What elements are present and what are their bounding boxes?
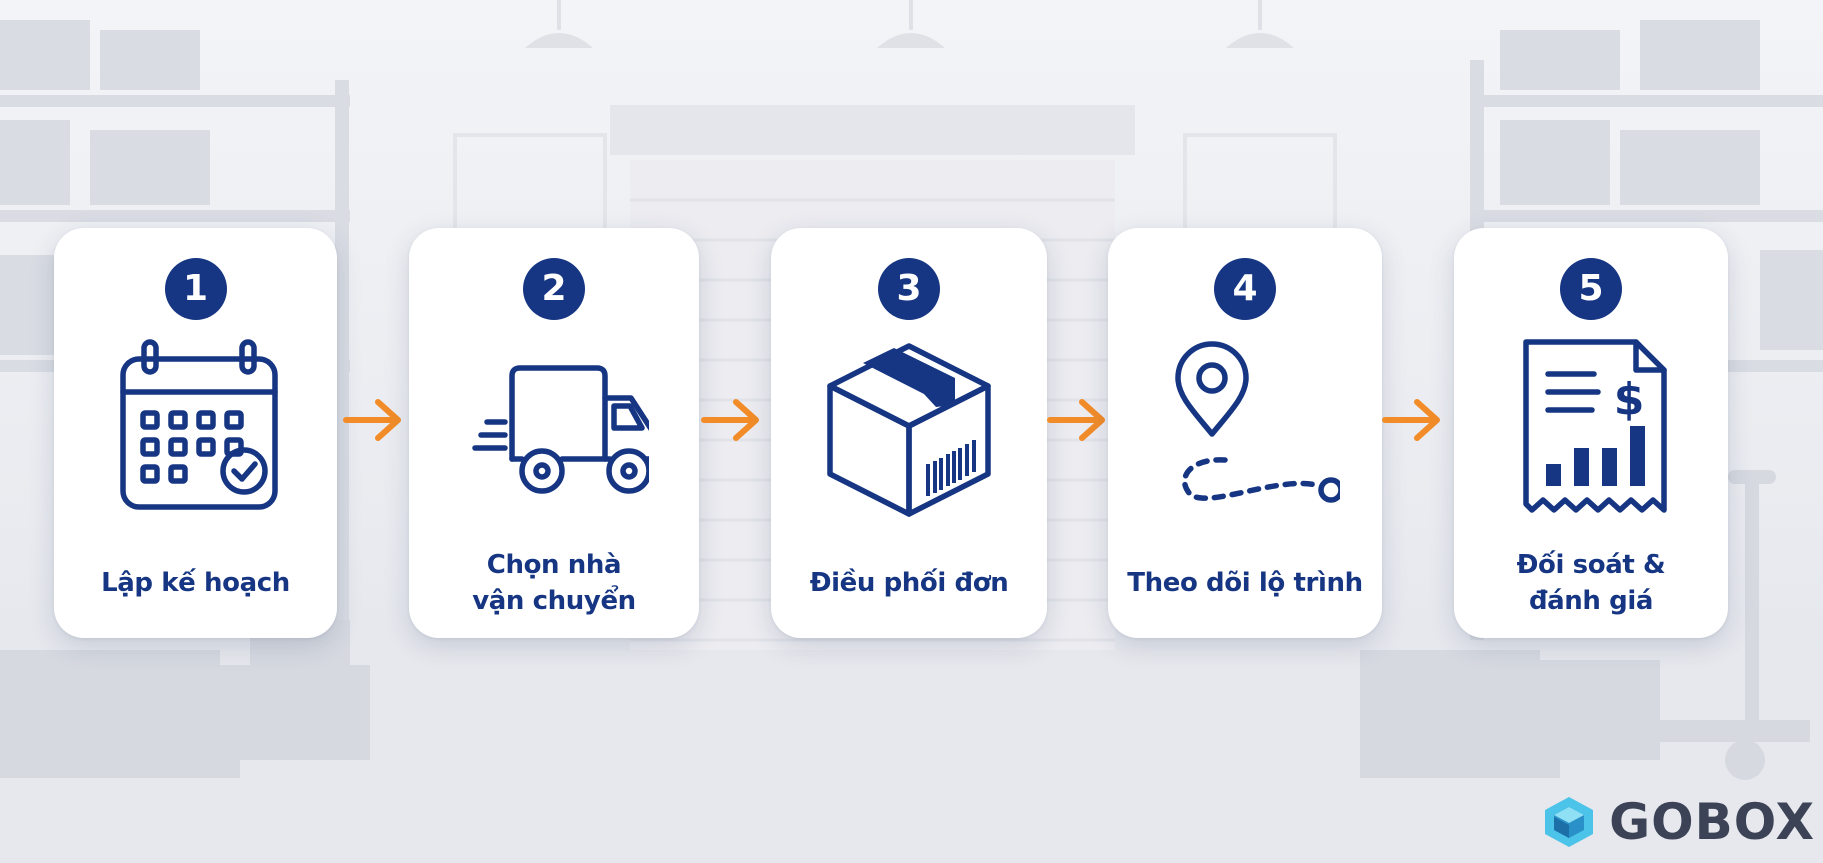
step-number-badge: 3 xyxy=(878,258,940,320)
step-card-4: 4 Theo dõi lộ trình xyxy=(1108,228,1382,638)
route-pin-icon xyxy=(1175,341,1340,503)
gobox-logo-icon xyxy=(1545,797,1594,847)
arrow-right-icon xyxy=(701,399,759,441)
calendar-check-icon xyxy=(119,339,278,510)
step-label-line: Lập kế hoạch xyxy=(101,568,290,598)
svg-text:$: $ xyxy=(1614,374,1645,425)
arrow-right-icon xyxy=(1047,399,1105,441)
step-number-badge: 5 xyxy=(1560,258,1622,320)
step-label: Đối soát & đánh giá xyxy=(1464,533,1718,633)
delivery-truck-icon xyxy=(472,365,649,494)
step-label-line: Chọn nhà xyxy=(486,550,622,580)
step-number-badge: 2 xyxy=(523,258,585,320)
step-number-badge: 4 xyxy=(1214,258,1276,320)
step-label: Điều phối đơn xyxy=(781,533,1037,633)
step-label-line: đánh giá xyxy=(1528,586,1654,616)
step-label-line: Theo dõi lộ trình xyxy=(1127,568,1363,598)
brand-name: GOBOX xyxy=(1609,793,1815,851)
step-label-line: Điều phối đơn xyxy=(809,568,1009,598)
package-box-icon xyxy=(827,343,991,517)
step-label: Chọn nhà vận chuyển xyxy=(419,533,689,633)
step-card-3: 3 Điều phối đơn xyxy=(771,228,1047,638)
step-label-line: Đối soát & xyxy=(1516,550,1666,580)
step-number-badge: 1 xyxy=(164,258,227,320)
step-card-5: 5 $ Đối soát & đánh giá xyxy=(1454,228,1728,638)
step-card-2: 2 Chọn nhà vận chuyển xyxy=(409,228,699,638)
step-card-1: 1 Lập kế hoạch xyxy=(54,228,337,638)
arrow-right-icon xyxy=(1382,399,1440,441)
step-label: Theo dõi lộ trình xyxy=(1118,533,1372,633)
invoice-chart-icon: $ xyxy=(1523,339,1667,513)
brand-watermark: GOBOX xyxy=(1543,787,1815,857)
step-label-line: vận chuyển xyxy=(472,586,636,616)
step-label: Lập kế hoạch xyxy=(64,533,327,633)
arrow-right-icon xyxy=(343,399,401,441)
